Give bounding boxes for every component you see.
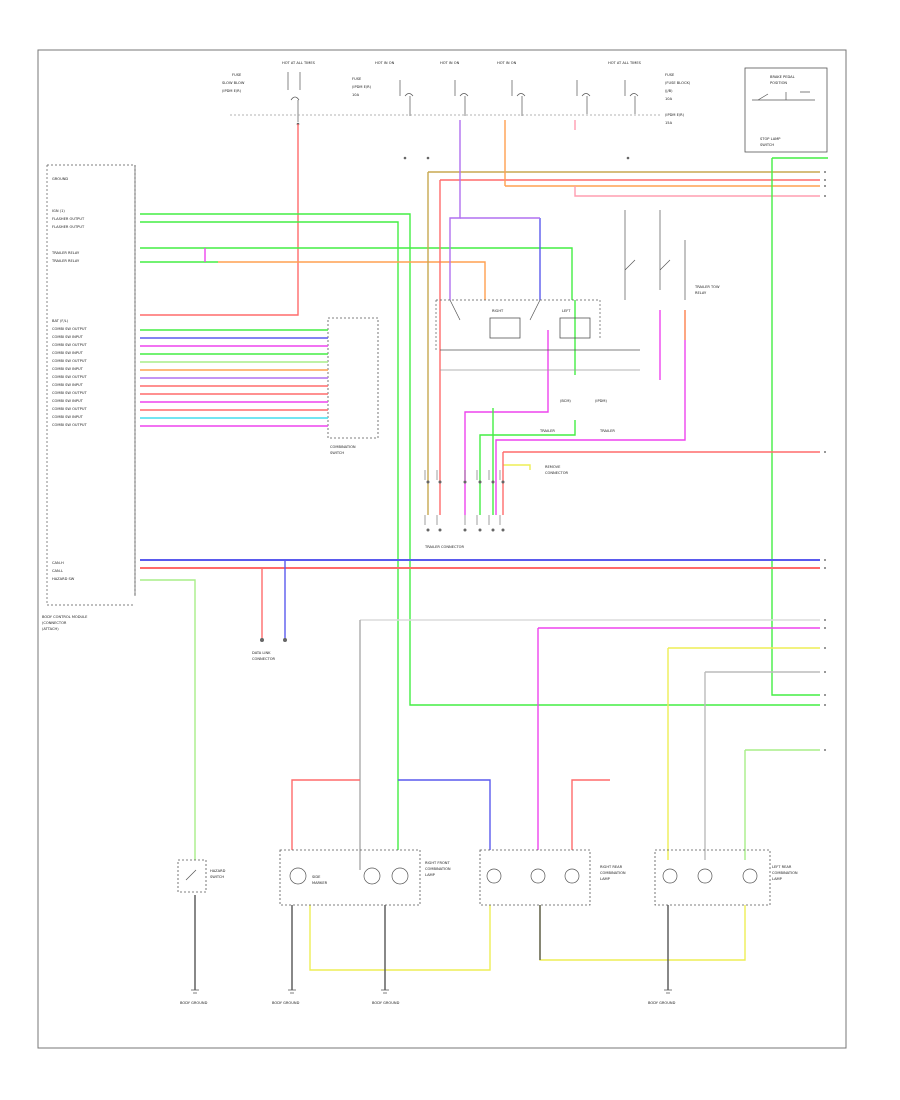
svg-text:STOP LAMP: STOP LAMP [760,137,781,141]
svg-text:FUSE: FUSE [665,73,675,77]
svg-text:COMBI SW OUTPUT: COMBI SW OUTPUT [52,423,88,427]
svg-text:(ATTACH): (ATTACH) [42,627,59,631]
svg-text:LEFT REAR: LEFT REAR [772,865,792,869]
svg-text:BODY GROUND: BODY GROUND [180,1001,208,1005]
svg-text:10A: 10A [352,93,360,97]
svg-text:COMBI SW INPUT: COMBI SW INPUT [52,399,84,403]
svg-text:(BCM): (BCM) [560,399,571,403]
svg-text:CAN-L: CAN-L [52,569,63,573]
wires [140,120,828,990]
svg-text:HOT IN ON: HOT IN ON [497,61,517,65]
svg-text:HOT AT ALL TIMES: HOT AT ALL TIMES [282,61,316,65]
svg-text:RIGHT FRONT: RIGHT FRONT [425,861,450,865]
svg-text:FLASHER OUTPUT: FLASHER OUTPUT [52,225,85,229]
stop-lamp-switch-box: BRAKE PEDAL POSITION STOP LAMP SWITCH [744,67,828,153]
svg-text:RIGHT REAR: RIGHT REAR [600,865,623,869]
front-combination-lamp-right: SIDE MARKER RIGHT FRONT COMBINATION LAMP [279,849,451,906]
svg-text:POSITION: POSITION [770,81,787,85]
svg-text:COMBI SW INPUT: COMBI SW INPUT [52,335,84,339]
svg-text:IGN (1): IGN (1) [52,209,65,213]
svg-text:HOT AT ALL TIMES: HOT AT ALL TIMES [608,61,642,65]
svg-text:COMBINATION: COMBINATION [600,871,626,875]
ground-points: BODY GROUND BODY GROUND BODY GROUND BODY… [180,989,676,1005]
svg-text:SIDE: SIDE [312,875,321,879]
svg-text:LAMP: LAMP [600,877,611,881]
svg-text:BODY CONTROL MODULE: BODY CONTROL MODULE [42,615,88,619]
svg-text:COMBI SW INPUT: COMBI SW INPUT [52,367,84,371]
hazard-switch: HAZARD SWITCH [177,859,226,893]
svg-text:COMBI SW INPUT: COMBI SW INPUT [52,415,84,419]
svg-text:(IPDM E/R): (IPDM E/R) [222,89,242,93]
svg-text:BAT (F/L): BAT (F/L) [52,319,69,323]
svg-text:(J/B): (J/B) [665,89,673,93]
svg-text:FUSE: FUSE [232,73,242,77]
svg-text:RIGHT: RIGHT [492,309,504,313]
svg-text:COMBI SW OUTPUT: COMBI SW OUTPUT [52,327,88,331]
svg-text:COMBI SW OUTPUT: COMBI SW OUTPUT [52,391,88,395]
trailer-relays: RIGHT LEFT (BCM) (IPDM) TRAILER TRAILER … [435,210,720,475]
svg-text:CONNECTOR: CONNECTOR [545,471,569,475]
svg-text:(FUSE BLOCK): (FUSE BLOCK) [665,81,691,85]
svg-text:COMBI SW OUTPUT: COMBI SW OUTPUT [52,375,88,379]
fuse-block-area: HOT AT ALL TIMES FUSE SLOW BLOW (IPDM E/… [222,61,691,160]
svg-text:TRAILER: TRAILER [539,429,555,433]
svg-text:15A: 15A [665,121,673,125]
rear-combination-lamp-right: RIGHT REAR COMBINATION LAMP [479,849,626,906]
svg-text:LEFT: LEFT [562,309,571,313]
svg-text:HOT IN ON: HOT IN ON [375,61,395,65]
svg-text:TRAILER CONNECTOR: TRAILER CONNECTOR [424,545,464,549]
svg-text:(IPDM E/R): (IPDM E/R) [665,113,685,117]
svg-text:BODY GROUND: BODY GROUND [272,1001,300,1005]
svg-text:SLOW BLOW: SLOW BLOW [222,81,245,85]
svg-text:SWITCH: SWITCH [330,451,344,455]
svg-text:FLASHER OUTPUT: FLASHER OUTPUT [52,217,85,221]
svg-text:DATA LINK: DATA LINK [252,651,271,655]
svg-text:MARKER: MARKER [312,881,328,885]
svg-text:HAZARD: HAZARD [210,869,226,873]
trailer-connector: TRAILER CONNECTOR [424,470,505,549]
body-control-module: GROUND IGN (1) FLASHER OUTPUT FLASHER OU… [42,164,136,631]
svg-text:CAN-H: CAN-H [52,561,64,565]
svg-text:10A: 10A [665,97,673,101]
svg-text:COMBI SW OUTPUT: COMBI SW OUTPUT [52,343,88,347]
svg-text:COMBINATION: COMBINATION [772,871,798,875]
svg-text:COMBI SW OUTPUT: COMBI SW OUTPUT [52,359,88,363]
svg-text:COMBI SW INPUT: COMBI SW INPUT [52,351,84,355]
svg-text:(CONNECTOR: (CONNECTOR [42,621,67,625]
svg-text:TRAILER RELAY: TRAILER RELAY [51,251,80,255]
svg-text:COMBI SW OUTPUT: COMBI SW OUTPUT [52,407,88,411]
svg-text:CONNECTOR: CONNECTOR [252,657,276,661]
svg-text:COMBINATION: COMBINATION [330,445,356,449]
svg-text:COMBI SW INPUT: COMBI SW INPUT [52,383,84,387]
svg-text:HAZARD SW: HAZARD SW [52,577,75,581]
svg-text:BRAKE PEDAL: BRAKE PEDAL [770,75,795,79]
svg-text:SWITCH: SWITCH [210,875,224,879]
svg-text:BODY GROUND: BODY GROUND [372,1001,400,1005]
data-link-connector: DATA LINK CONNECTOR [252,638,287,661]
svg-text:FUSE: FUSE [352,77,362,81]
svg-text:BODY GROUND: BODY GROUND [648,1001,676,1005]
svg-text:TRAILER TOW: TRAILER TOW [694,285,720,289]
svg-text:RELAY: RELAY [695,291,707,295]
right-edge-terminals [824,171,826,751]
svg-text:SWITCH: SWITCH [760,143,774,147]
svg-text:(IPDM E/R): (IPDM E/R) [352,85,372,89]
svg-text:GROUND: GROUND [52,177,68,181]
svg-text:LAMP: LAMP [772,877,783,881]
diagram-frame [37,49,847,1049]
svg-text:REMOVE: REMOVE [545,465,561,469]
svg-text:(IPDM): (IPDM) [595,399,607,403]
svg-text:LAMP: LAMP [425,873,436,877]
combination-switch: COMBINATION SWITCH [327,317,379,455]
svg-text:COMBINATION: COMBINATION [425,867,451,871]
rear-combination-lamp-left: LEFT REAR COMBINATION LAMP [654,849,798,906]
svg-text:TRAILER RELAY: TRAILER RELAY [51,259,80,263]
svg-text:HOT IN ON: HOT IN ON [440,61,460,65]
svg-text:TRAILER: TRAILER [599,429,615,433]
